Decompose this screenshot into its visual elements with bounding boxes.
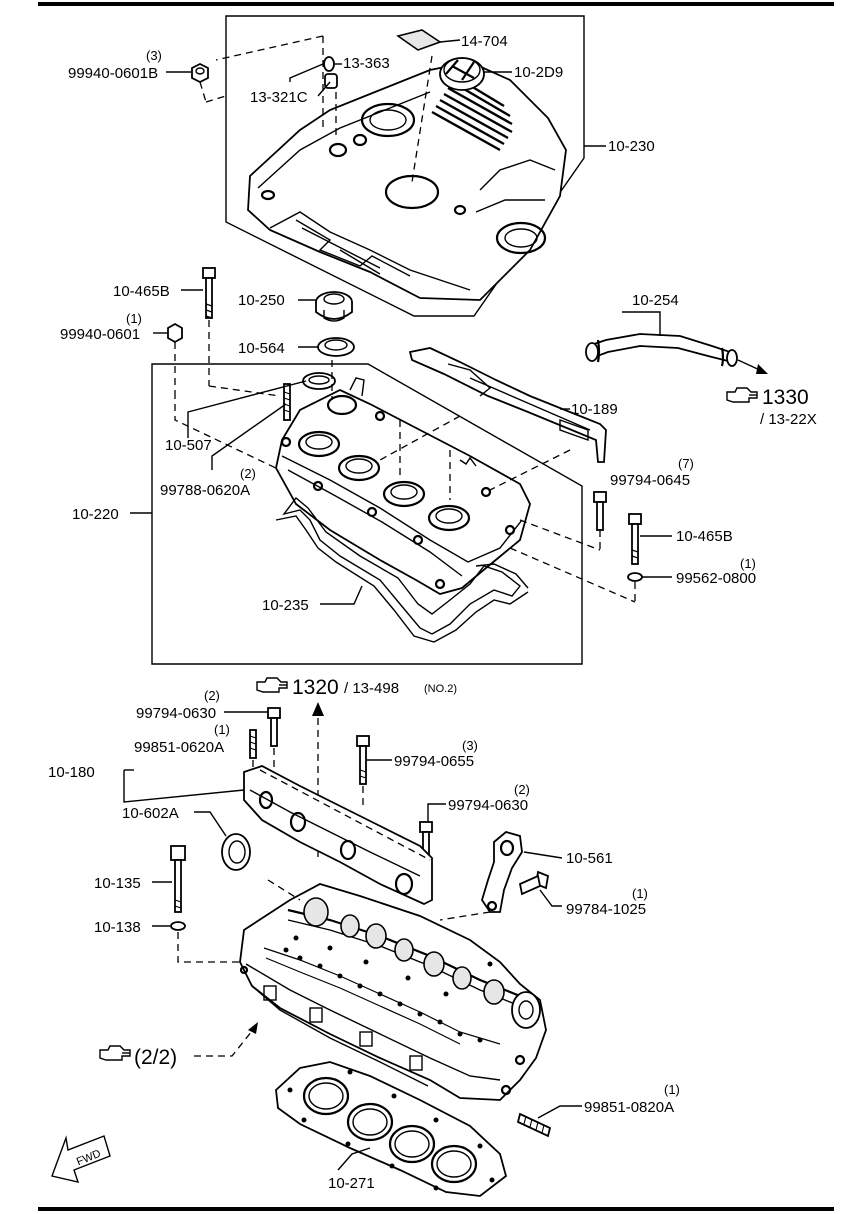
pointing-hand-icon: [99, 1045, 131, 1061]
label-10-254: 10-254: [632, 292, 679, 309]
engine-hanger-bracket: [481, 831, 523, 913]
label-99562-0800-qty: (1): [740, 556, 756, 571]
label-13-363: 13-363: [343, 55, 390, 72]
label-10-180: 10-180: [48, 764, 95, 781]
label-10-561: 10-561: [566, 850, 613, 867]
cylinder-head-cover-part: [275, 389, 531, 595]
filler-cap-seal: [317, 337, 355, 357]
label-99794-0630-mid: 99794-0630: [448, 797, 528, 814]
ref-13-22x[interactable]: / 13-22X: [760, 411, 817, 428]
fwd-arrow-icon: FWD: [51, 1135, 111, 1183]
oil-seal-part: [221, 833, 251, 871]
label-99794-0630-top-qty: (2): [204, 688, 220, 703]
label-10-135: 10-135: [94, 875, 141, 892]
pointing-hand-icon: [726, 387, 758, 403]
label-10-230: 10-230: [608, 138, 655, 155]
nut-part: [191, 62, 209, 84]
label-99562-0800: 99562-0800: [676, 570, 756, 587]
label-99851-0820a: 99851-0820A: [584, 1099, 674, 1116]
head-gasket-part: [275, 1061, 508, 1197]
label-99794-0655-qty: (3): [462, 738, 478, 753]
label-10-189: 10-189: [571, 401, 618, 418]
label-99794-0655: 99794-0655: [394, 753, 474, 770]
ref-1330[interactable]: 1330: [762, 386, 809, 409]
label-99940-0601-qty: (1): [126, 311, 142, 326]
head-bolt-10-135: [170, 845, 186, 913]
ref-13-498[interactable]: / 13-498: [344, 680, 399, 697]
label-10-271: 10-271: [328, 1175, 375, 1192]
label-99794-0630-top: 99794-0630: [136, 705, 216, 722]
fwd-label: FWD: [75, 1148, 103, 1169]
label-10-564: 10-564: [238, 340, 285, 357]
label-10-465b-top: 10-465B: [113, 283, 170, 300]
label-99784-1025: 99784-1025: [566, 901, 646, 918]
label-10-602a: 10-602A: [122, 805, 179, 822]
ref-1320[interactable]: 1320: [292, 676, 339, 699]
label-10-507: 10-507: [165, 437, 212, 454]
engine-cover-frame: [225, 15, 585, 317]
breather-hose: [585, 333, 738, 367]
label-10-250: 10-250: [238, 292, 285, 309]
head-cover-gasket-part: [282, 496, 521, 635]
label-99851-0820a-qty: (1): [664, 1082, 680, 1097]
bolt-99784-1025: [518, 870, 550, 896]
label-99794-0630-mid-qty: (2): [514, 782, 530, 797]
label-13-321c: 13-321C: [250, 89, 308, 106]
pointing-hand-icon: [256, 677, 288, 693]
engine-cover-group: [166, 15, 606, 317]
ref-13-498-note: (NO.2): [424, 683, 457, 695]
label-99940-0601: 99940-0601: [60, 326, 140, 343]
label-10-138: 10-138: [94, 919, 141, 936]
label-99788-0620a: 99788-0620A: [160, 482, 250, 499]
label-10-235: 10-235: [262, 597, 309, 614]
bolt-99794-0655: [356, 735, 370, 810]
bolt-99794-0630-top: [267, 707, 281, 790]
label-sticker-part: [396, 29, 442, 51]
baffle-plate: [408, 347, 607, 463]
camshaft-housing-part: [243, 765, 433, 905]
label-10-465b-right: 10-465B: [676, 528, 733, 545]
label-99794-0645-qty: (7): [678, 456, 694, 471]
cylinder-head-part: [239, 879, 547, 1101]
label-99940-0601b-qty: (3): [146, 48, 162, 63]
nut-99940-0601: [167, 322, 183, 392]
label-99794-0645: 99794-0645: [610, 472, 690, 489]
oil-filler-cap: [315, 291, 353, 322]
label-99851-0620a-qty: (1): [214, 722, 230, 737]
label-99851-0620a: 99851-0620A: [134, 739, 224, 756]
head-bolt-washer: [170, 921, 244, 963]
label-14-704: 14-704: [461, 33, 508, 50]
label-10-220: 10-220: [72, 506, 119, 523]
head-cover-group: [151, 360, 636, 665]
ref-2-2[interactable]: (2/2): [134, 1046, 177, 1069]
bolt-10-465b-right: [628, 513, 642, 565]
bolt-99794-0645: [593, 491, 607, 550]
label-99784-1025-qty: (1): [632, 886, 648, 901]
label-99940-0601b: 99940-0601B: [68, 65, 158, 82]
stud-99851-0820a: [516, 1112, 552, 1138]
washer-99562-0800: [627, 572, 643, 602]
grommet-part: [323, 56, 335, 72]
label-99788-0620a-qty: (2): [240, 466, 256, 481]
label-10-2d9: 10-2D9: [514, 64, 563, 81]
bolt-10-465b-top: [202, 267, 216, 386]
